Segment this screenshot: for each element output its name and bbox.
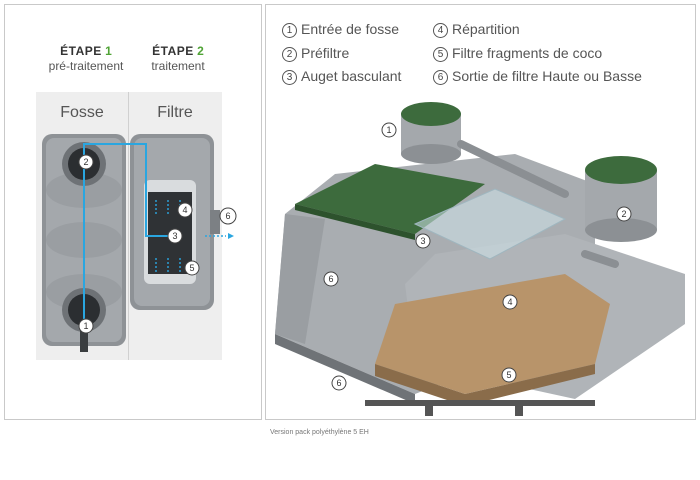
connection-pipes bbox=[457, 140, 619, 268]
coco-filter-base bbox=[375, 364, 595, 406]
step-2-heading: ÉTAPE 2 traitement bbox=[132, 44, 224, 74]
column-divider bbox=[128, 92, 129, 360]
callout-right-1: 1 bbox=[381, 122, 397, 138]
svg-text:5: 5 bbox=[189, 263, 194, 273]
svg-text:1: 1 bbox=[386, 125, 391, 135]
callout-right-2: 2 bbox=[616, 206, 632, 222]
svg-text:6: 6 bbox=[225, 211, 230, 221]
step-2-subtitle: traitement bbox=[151, 59, 205, 73]
callout-left-5: 5 bbox=[184, 260, 200, 276]
step-1-number: 1 bbox=[105, 44, 112, 58]
callout-right-6a: 6 bbox=[323, 271, 339, 287]
flow-arrows bbox=[155, 200, 226, 272]
svg-text:6: 6 bbox=[336, 378, 341, 388]
svg-text:4: 4 bbox=[182, 205, 187, 215]
step-1-subtitle: pré-traitement bbox=[48, 59, 124, 73]
inlet-manhole bbox=[401, 102, 461, 164]
image-caption: Version pack polyéthylène 5 EH bbox=[270, 429, 369, 436]
svg-text:5: 5 bbox=[506, 370, 511, 380]
callout-right-3: 3 bbox=[415, 233, 431, 249]
base-frame bbox=[365, 400, 595, 416]
callout-right-6b: 6 bbox=[331, 375, 347, 391]
svg-text:2: 2 bbox=[621, 209, 626, 219]
svg-text:4: 4 bbox=[507, 297, 512, 307]
svg-text:2: 2 bbox=[83, 157, 88, 167]
svg-text:3: 3 bbox=[172, 231, 177, 241]
filtre-tank-top bbox=[130, 134, 220, 310]
flow-path bbox=[83, 143, 170, 320]
callout-right-4: 4 bbox=[502, 294, 518, 310]
svg-text:6: 6 bbox=[328, 274, 333, 284]
outlet-arrow-icon bbox=[228, 233, 234, 239]
cutaway-illustration: 1 2 3 4 5 6 6 bbox=[275, 102, 685, 416]
step-1-label: ÉTAPE bbox=[60, 44, 102, 58]
filtre-manhole bbox=[585, 156, 657, 242]
filtre-label: Filtre bbox=[157, 104, 193, 121]
callout-left-3: 3 bbox=[167, 228, 183, 244]
svg-text:3: 3 bbox=[420, 236, 425, 246]
coco-filter-media bbox=[375, 274, 610, 394]
step-1-heading: ÉTAPE 1 pré-traitement bbox=[40, 44, 132, 74]
callout-left-2: 2 bbox=[78, 154, 94, 170]
step-2-label: ÉTAPE bbox=[152, 44, 194, 58]
callout-right-5: 5 bbox=[501, 367, 517, 383]
filtre-clear-lid bbox=[413, 188, 567, 260]
svg-text:1: 1 bbox=[83, 321, 88, 331]
top-view-diagram: 1 2 3 4 5 6 bbox=[42, 134, 237, 352]
fosse-label: Fosse bbox=[60, 104, 104, 121]
callout-left-6: 6 bbox=[219, 207, 237, 225]
step-2-number: 2 bbox=[197, 44, 204, 58]
callout-left-4: 4 bbox=[177, 202, 193, 218]
callout-left-1: 1 bbox=[78, 318, 94, 334]
